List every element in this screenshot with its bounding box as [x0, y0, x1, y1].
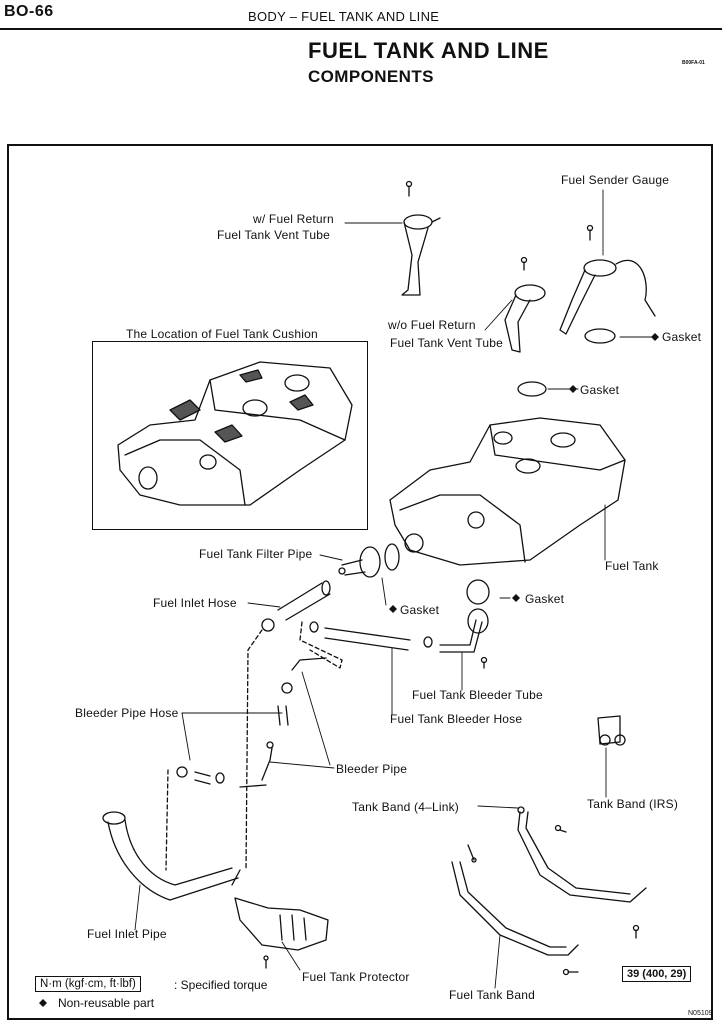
label-fuel-tank: Fuel Tank — [605, 559, 659, 573]
torque-unit-box: N·m (kgf·cm, ft·lbf) — [35, 976, 141, 992]
diagram-frame — [7, 144, 713, 1020]
corner-code: B00FA-01 — [682, 60, 705, 66]
fuel-inlet-hose-drawing — [261, 580, 331, 632]
figure-code: N05109 — [688, 1010, 713, 1017]
vent-tube-wo-return — [504, 256, 546, 353]
label-w-vent-tube: Fuel Tank Vent Tube — [217, 228, 330, 242]
dashed-routing — [165, 621, 343, 871]
fuel-tank-protector-drawing — [234, 897, 329, 969]
leader-lines — [134, 189, 657, 989]
filter-pipe-drawing — [338, 543, 400, 578]
label-bleeder-pipe: Bleeder Pipe — [336, 762, 408, 776]
label-w-fuel-return: w/ Fuel Return — [253, 212, 334, 226]
fuel-tank-drawing — [389, 417, 626, 566]
page-subtitle: COMPONENTS — [308, 67, 434, 86]
label-filter-pipe: Fuel Tank Filter Pipe — [199, 547, 313, 561]
page-title: FUEL TANK AND LINE — [308, 38, 549, 63]
label-bleeder-pipe-hose: Bleeder Pipe Hose — [75, 706, 179, 720]
label-gasket-filter: Gasket — [400, 603, 440, 617]
bleeder-pipe-drawing — [176, 657, 327, 788]
fuel-tank-band-drawing — [451, 844, 579, 956]
cushion-location-inset — [92, 341, 368, 530]
inset-tank-drawing — [117, 361, 353, 506]
header-rule — [0, 28, 722, 30]
fuel-sender-gauge-drawing — [559, 224, 656, 335]
label-bleeder-hose: Fuel Tank Bleeder Hose — [390, 712, 523, 726]
label-fuel-inlet-pipe: Fuel Inlet Pipe — [87, 927, 167, 941]
tank-band-irs-drawing — [597, 715, 626, 746]
nonreusable-diamonds — [39, 333, 659, 1007]
label-fuel-inlet-hose: Fuel Inlet Hose — [153, 596, 237, 610]
label-gasket-sender: Gasket — [662, 330, 702, 344]
nonreusable-legend-text: Non-reusable part — [58, 996, 155, 1010]
label-wo-vent-tube: Fuel Tank Vent Tube — [390, 336, 503, 350]
bleeder-hose-drawing — [309, 579, 490, 653]
label-wo-fuel-return: w/o Fuel Return — [388, 318, 476, 332]
label-tank-band-4link: Tank Band (4–Link) — [352, 800, 459, 814]
inset-title: The Location of Fuel Tank Cushion — [126, 327, 318, 341]
bolt-markers — [471, 656, 640, 976]
torque-legend-text: : Specified torque — [174, 978, 268, 992]
vent-tube-w-return — [401, 180, 441, 296]
tank-band-4link-drawing — [517, 806, 647, 903]
gasket-sender-drawing — [584, 328, 616, 344]
label-fuel-sender-gauge: Fuel Sender Gauge — [561, 173, 670, 187]
label-tank-band-irs: Tank Band (IRS) — [587, 797, 679, 811]
gasket-vent-drawing — [517, 381, 547, 397]
label-fuel-tank-protector: Fuel Tank Protector — [302, 970, 410, 984]
section-title: BODY – FUEL TANK AND LINE — [248, 9, 440, 24]
fuel-inlet-pipe-drawing — [102, 811, 241, 901]
label-bleeder-tube: Fuel Tank Bleeder Tube — [412, 688, 543, 702]
page-number: BO-66 — [4, 3, 54, 20]
label-fuel-tank-band: Fuel Tank Band — [449, 988, 535, 1002]
torque-spec-box: 39 (400, 29) — [622, 966, 692, 982]
label-gasket-bleeder: Gasket — [525, 592, 565, 606]
label-gasket-vent: Gasket — [580, 383, 620, 397]
